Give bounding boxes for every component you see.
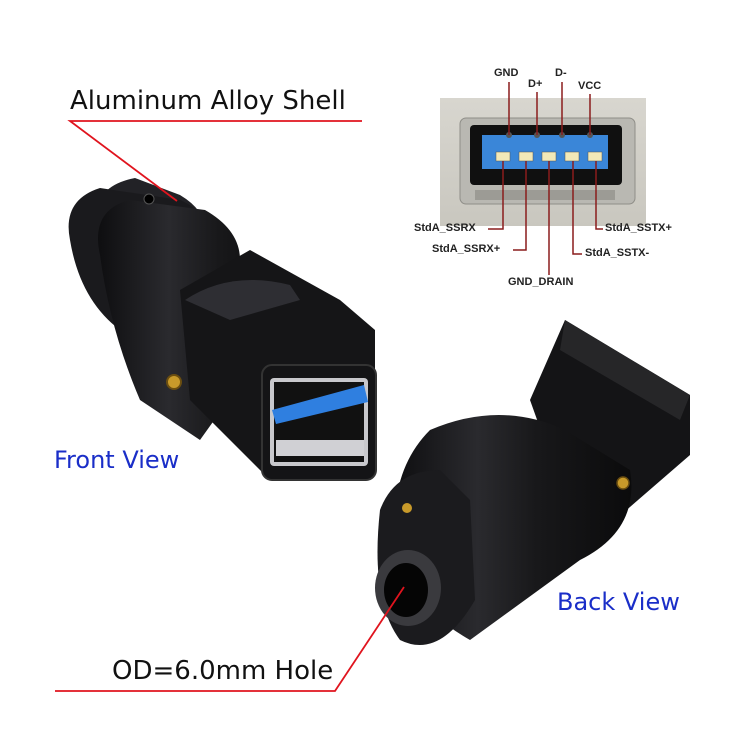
back-connector-image (375, 320, 690, 645)
callout-aluminum-alloy-shell: Aluminum Alloy Shell (70, 86, 346, 116)
front-connector-image (68, 178, 377, 481)
front-view-label: Front View (54, 446, 180, 474)
pin-label-sstx-minus: StdA_SSTX- (585, 247, 650, 259)
pin-label-dminus: D- (555, 67, 567, 79)
pin-label-sstx-plus: StdA_SSTX+ (605, 222, 672, 234)
pin-label-gnd-drain: GND_DRAIN (508, 276, 574, 288)
pin-label-gnd: GND (494, 67, 519, 79)
callout-lines (55, 120, 405, 692)
pin-label-ssrx-plus: StdA_SSRX+ (432, 243, 501, 255)
pin-label-vcc: VCC (578, 80, 602, 92)
callout-od-hole: OD=6.0mm Hole (112, 656, 334, 686)
usb-pinout-diagram (440, 82, 646, 275)
pin-label-ssrx-minus: StdA_SSRX (414, 222, 476, 234)
back-view-label: Back View (557, 588, 680, 616)
pin-label-dplus: D+ (528, 78, 543, 90)
